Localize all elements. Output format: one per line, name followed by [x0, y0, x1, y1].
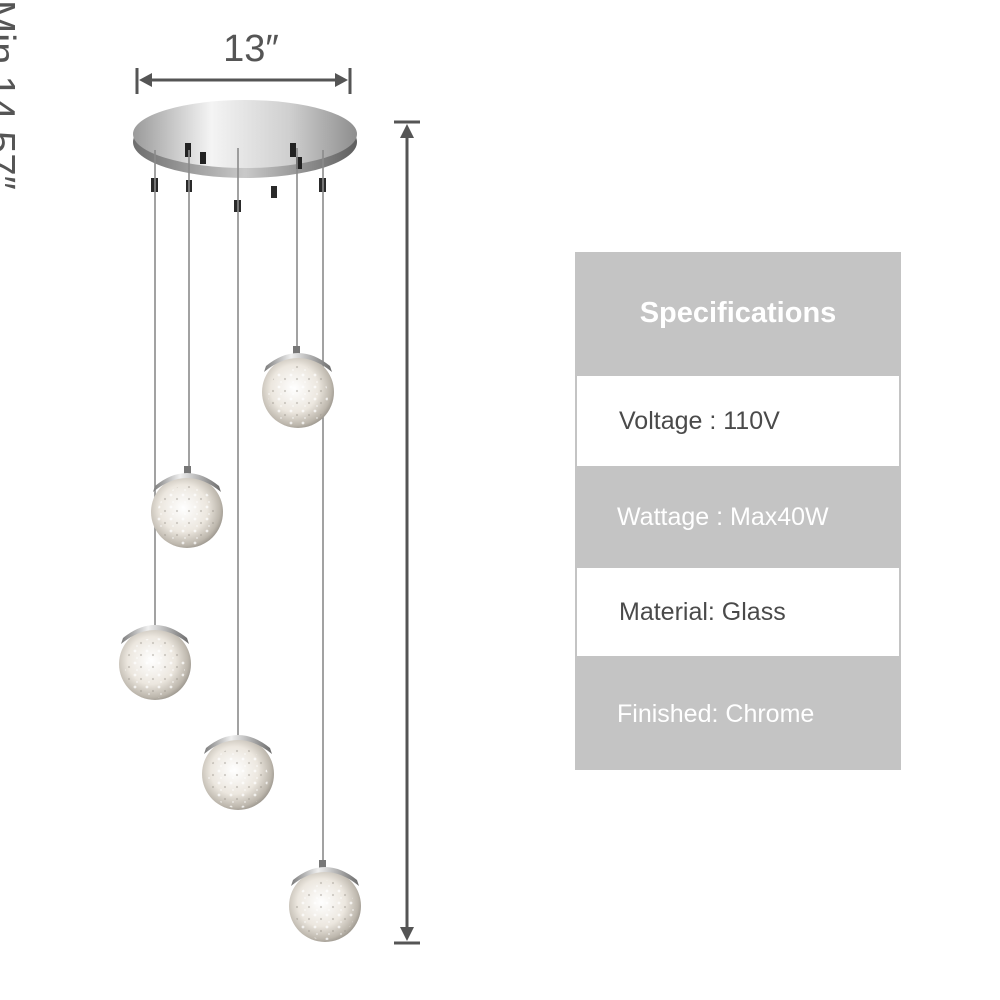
height-dimension-arrow: [394, 120, 420, 945]
width-dimension-label: 13″: [223, 28, 279, 70]
pendant-globe-icon: [289, 860, 361, 942]
spec-row-wattage: Wattage : Max40W: [617, 502, 829, 531]
height-dimension-label: Max 59.1″ Min 14.57″: [0, 0, 23, 190]
width-dimension-arrow: [135, 68, 352, 94]
spec-row-voltage: Voltage : 110V: [575, 374, 901, 468]
suspension-wires: [154, 148, 324, 862]
pendant-globe-icon: [262, 346, 334, 428]
specifications-title: Specifications: [639, 296, 837, 329]
spec-row-material: Material: Glass: [575, 566, 901, 658]
pendant-globe-icon: [202, 735, 274, 810]
pendant-globe-icon: [151, 466, 223, 548]
specifications-table: Specifications Voltage : 110V Wattage : …: [575, 252, 901, 770]
pendant-globe-icon: [119, 625, 191, 700]
spec-row-finish: Finished: Chrome: [617, 699, 815, 728]
